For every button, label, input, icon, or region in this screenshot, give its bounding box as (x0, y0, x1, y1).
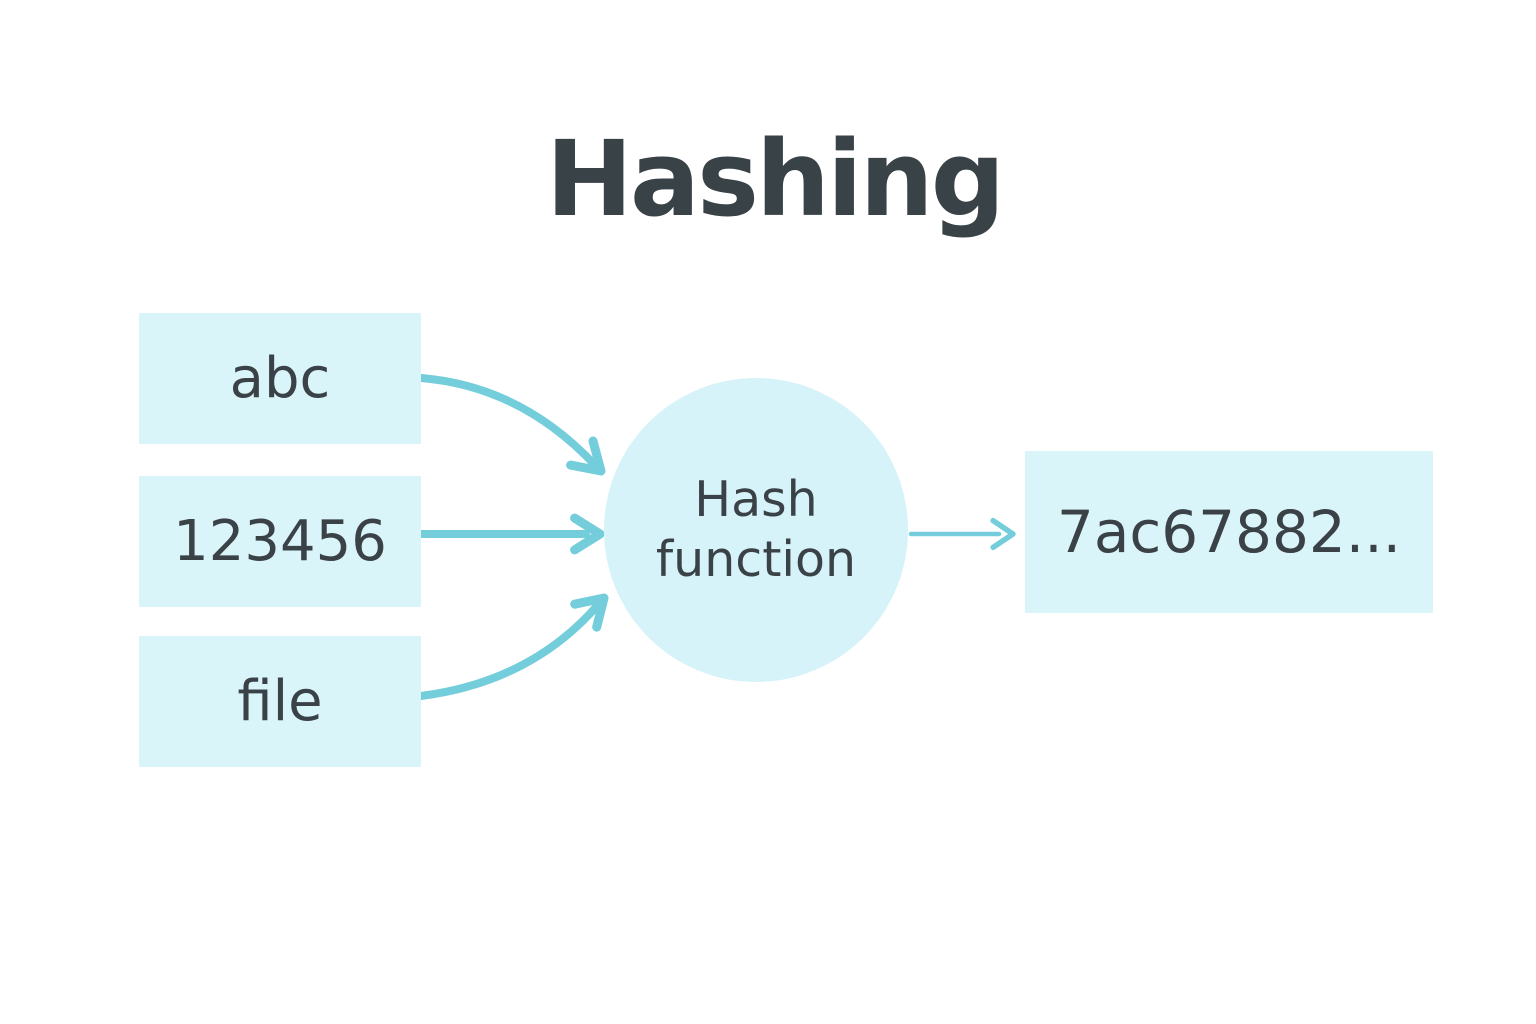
input-label-123456: 123456 (173, 509, 387, 574)
output-box-digest: 7ac67882... (1025, 451, 1433, 613)
arrow-abc-to-hash-head (566, 436, 606, 476)
arrow-abc-to-hash (417, 374, 598, 468)
arrow-hash-to-output-head (990, 517, 1016, 551)
input-box-abc: abc (139, 313, 421, 444)
output-label-digest: 7ac67882... (1056, 498, 1402, 566)
input-box-123456: 123456 (139, 476, 421, 607)
input-label-abc: abc (229, 346, 331, 411)
arrow-file-to-hash-head (570, 593, 609, 632)
input-label-file: file (237, 669, 323, 734)
diagram-title: Hashing (545, 118, 1005, 240)
input-box-file: file (139, 636, 421, 767)
arrow-123456-to-hash-head (570, 513, 605, 555)
hash-function-label: Hash function (655, 471, 857, 588)
arrow-file-to-hash (417, 602, 601, 700)
hash-function-circle: Hash function (604, 378, 908, 682)
